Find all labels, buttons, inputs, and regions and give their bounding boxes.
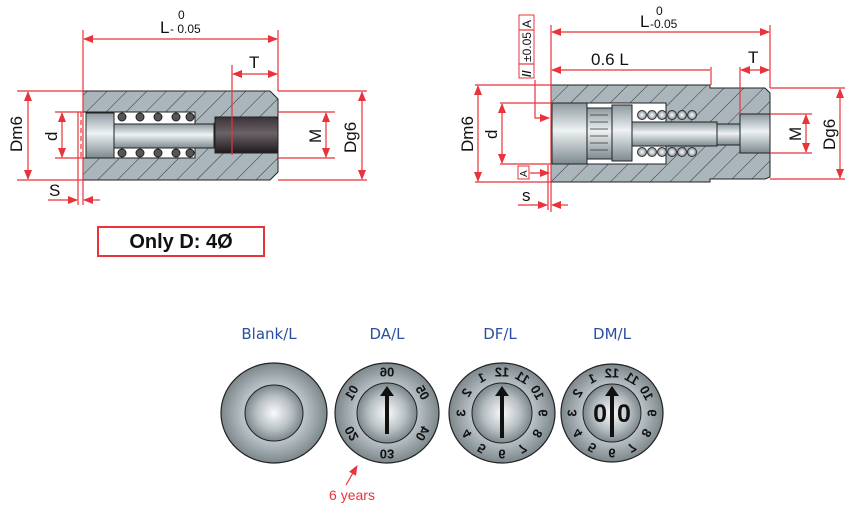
- parallelism-symbol: //: [520, 70, 534, 77]
- dial-mark: 11: [622, 368, 641, 388]
- dial-mark: 01: [341, 382, 361, 402]
- dial-mark: 06: [380, 365, 394, 380]
- right-length-label: L: [640, 12, 649, 31]
- dial-mark: 9: [645, 409, 660, 416]
- annotation-arrow: [345, 465, 358, 486]
- left-dm6-label: Dm6: [7, 116, 26, 152]
- tolerance-value: ±0.05: [520, 32, 534, 62]
- dial-mark: 3: [454, 409, 469, 416]
- left-length-tol-upper: 0: [178, 8, 185, 22]
- dial-mark: 6: [608, 446, 615, 461]
- right-dg6-label: Dg6: [820, 119, 839, 150]
- tolerance-datum: A: [520, 20, 534, 28]
- dial-mark: 12: [495, 365, 509, 380]
- dial-mark: 6: [498, 447, 505, 462]
- right-balls: [637, 110, 697, 157]
- annotation-text: 6 years: [329, 487, 375, 503]
- right-screw: [739, 113, 771, 154]
- datum-box: [517, 165, 530, 180]
- right-partial-length-label: 0.6 L: [591, 50, 629, 69]
- dial-mark: 11: [513, 368, 532, 388]
- right-plunger-head: [551, 102, 588, 165]
- right-dimensions: [474, 25, 845, 212]
- left-spring: [117, 112, 195, 158]
- variant-label-df: DF/L: [483, 325, 517, 343]
- variant-label-blank: Blank/L: [241, 325, 297, 343]
- dm-center-mark: 00: [593, 400, 641, 428]
- left-t-label: T: [249, 53, 259, 72]
- dial-mark: 9: [536, 409, 551, 416]
- dial-mark: 03: [380, 447, 394, 462]
- right-s-label: s: [522, 186, 531, 205]
- note-text: Only D: 4Ø: [129, 231, 232, 253]
- right-length-tol-upper: 0: [656, 4, 663, 18]
- right-section-drawing: [550, 84, 771, 183]
- note-box: [97, 226, 265, 257]
- dial-mark: 10: [636, 383, 656, 403]
- right-d-label: d: [482, 130, 501, 139]
- right-dial-ring: [586, 107, 613, 160]
- dial-mark: 02: [341, 423, 361, 443]
- arrow-icon: [380, 386, 394, 434]
- dial-mark: 3: [565, 409, 580, 416]
- left-length-label: L: [160, 18, 169, 37]
- dial-mark: 10: [527, 382, 547, 402]
- variant-label-da: DA/L: [370, 325, 406, 343]
- left-plunger-head: [85, 112, 115, 159]
- dial-mark: 05: [412, 382, 432, 402]
- dial-blank: [220, 362, 328, 464]
- left-section-drawing: [80, 90, 279, 181]
- dial-mark: 12: [605, 366, 619, 381]
- left-m-label: M: [306, 129, 325, 143]
- arrow-icon: [495, 386, 509, 438]
- left-dg6-label: Dg6: [341, 122, 360, 153]
- right-length-tol-lower: -0.05: [650, 17, 678, 31]
- right-t-label: T: [748, 48, 758, 67]
- variant-label-dm: DM/L: [593, 325, 632, 343]
- tolerance-frame: // ±0.05 A: [518, 14, 535, 79]
- left-s-label: S: [49, 181, 60, 200]
- right-dm6-label: Dm6: [458, 116, 477, 152]
- left-d-label: d: [42, 132, 61, 141]
- left-dimensions: [17, 30, 367, 205]
- arrow-icon: [605, 386, 619, 437]
- right-m-label: M: [786, 127, 805, 141]
- datum-label: A: [519, 170, 530, 177]
- left-length-tol-lower: - 0.05: [170, 22, 201, 36]
- left-plunger-rod: [113, 123, 215, 149]
- left-screw: [214, 116, 279, 154]
